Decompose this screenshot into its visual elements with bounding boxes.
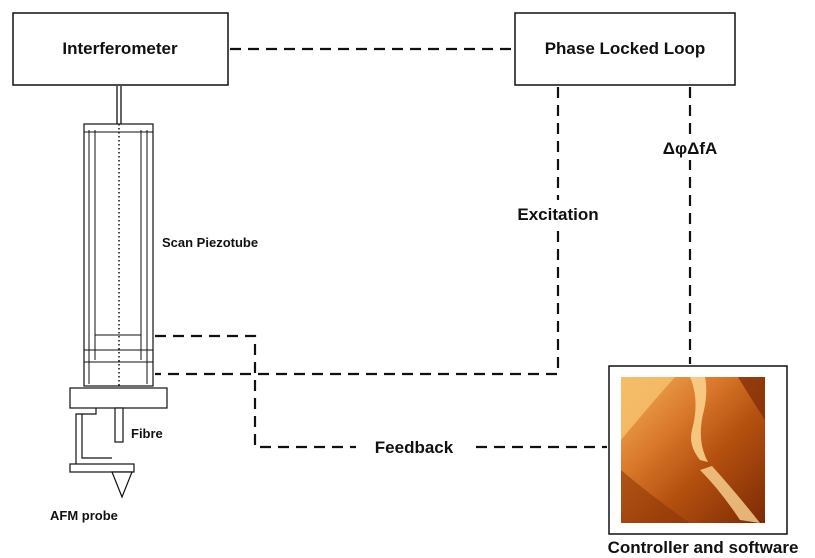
- fibre-stub: [116, 86, 122, 124]
- afm-probe-label: AFM probe: [50, 508, 118, 523]
- pll-label: Phase Locked Loop: [545, 39, 706, 58]
- controller-box: [608, 365, 788, 535]
- feedback-line: [155, 334, 607, 449]
- afm-image: [621, 377, 765, 523]
- feedback-label-bg: [356, 434, 472, 460]
- excitation-label: Excitation: [517, 205, 598, 224]
- scan-piezotube-label: Scan Piezotube: [162, 235, 258, 250]
- controller-label: Controller and software: [608, 538, 799, 557]
- feedback-label: Feedback: [375, 438, 454, 457]
- probe-holder: [69, 387, 168, 499]
- interferometer-label: Interferometer: [62, 39, 178, 58]
- interferometer-box: Interferometer: [12, 12, 229, 86]
- scan-piezotube: [83, 123, 154, 387]
- signals-label-bg: [652, 134, 730, 160]
- signals-label: ΔφΔfA: [663, 139, 718, 158]
- excitation-label-bg: [502, 200, 614, 226]
- excitation-line: [155, 87, 560, 376]
- fibre-label: Fibre: [131, 426, 163, 441]
- pll-box: Phase Locked Loop: [514, 12, 736, 86]
